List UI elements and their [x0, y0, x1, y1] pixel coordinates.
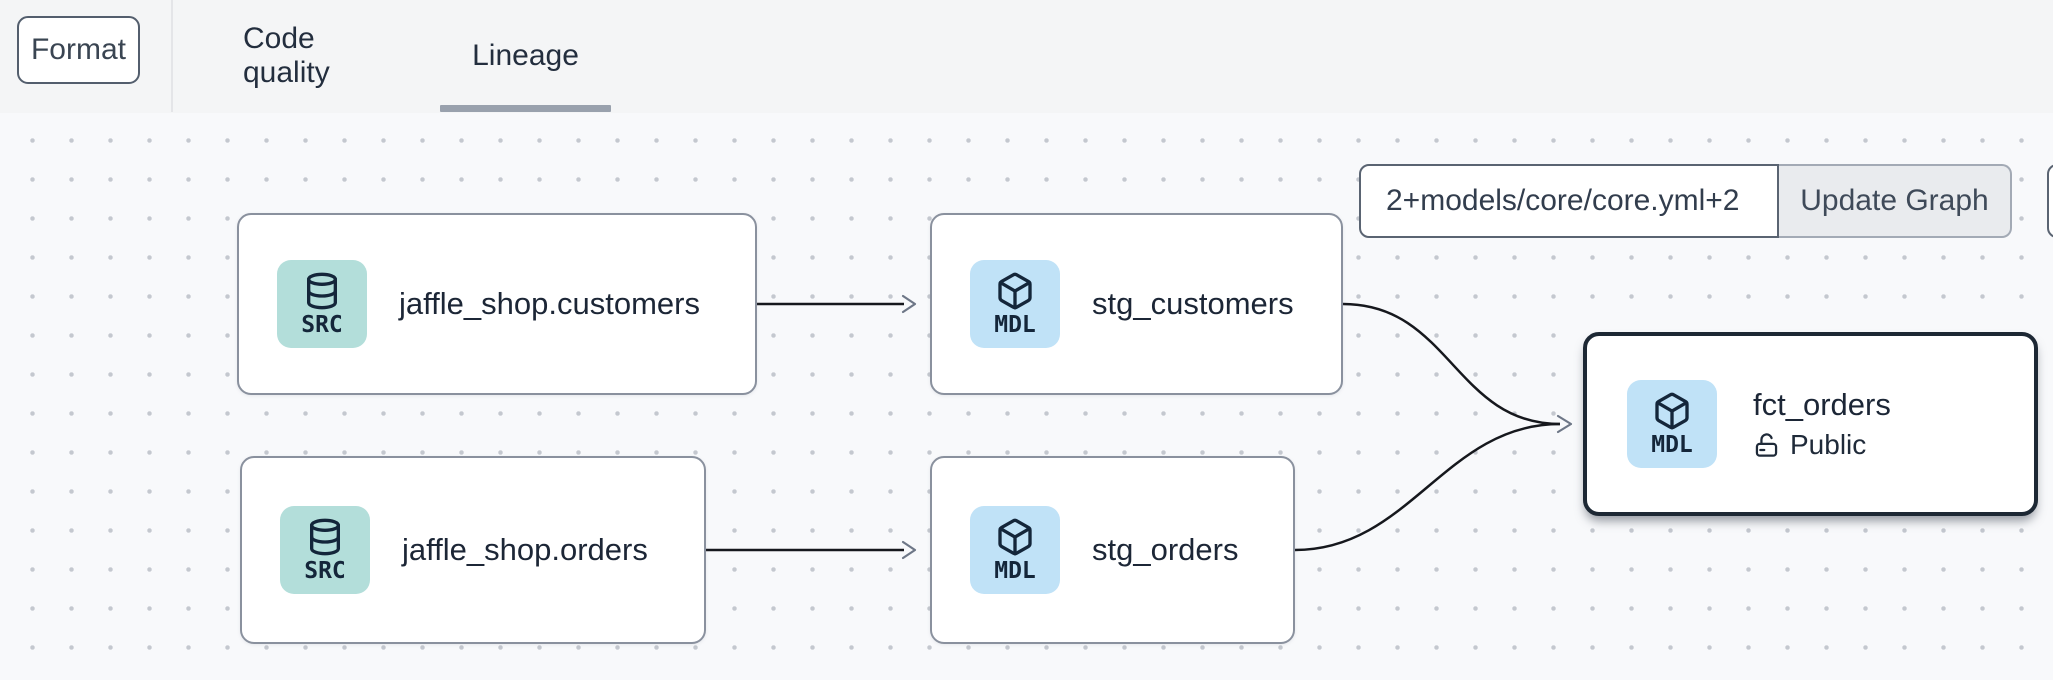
topbar: Format Code quality Lineage [0, 0, 2053, 114]
node-label: fct_orders [1753, 387, 1891, 422]
node-label: stg_orders [1092, 532, 1239, 567]
node-source-jaffle-shop-customers[interactable]: SRC jaffle_shop.customers [237, 213, 757, 395]
selector-toolbar: Update Graph [1359, 164, 2012, 238]
source-badge: SRC [280, 506, 370, 594]
badge-label: SRC [301, 312, 343, 338]
tab-code-quality-label: Code quality [243, 22, 330, 89]
node-label: jaffle_shop.orders [402, 532, 648, 567]
node-label: jaffle_shop.customers [399, 286, 700, 321]
model-badge: MDL [970, 506, 1060, 594]
unlock-icon [1755, 432, 1778, 457]
update-graph-button[interactable]: Update Graph [1779, 164, 2012, 238]
edge-stg-orders-to-fct [1294, 422, 1561, 552]
database-icon [310, 518, 340, 556]
node-model-fct-orders[interactable]: MDL fct_orders Public [1583, 332, 2038, 516]
edge-stg-customers-to-fct [1342, 302, 1561, 426]
model-badge: MDL [970, 260, 1060, 348]
format-button[interactable]: Format [17, 16, 140, 84]
access-label: Public [1790, 429, 1867, 460]
tab-code-quality[interactable]: Code quality [243, 0, 407, 112]
badge-label: SRC [304, 558, 346, 584]
topbar-divider [171, 0, 173, 112]
database-icon [307, 272, 337, 310]
selector-input[interactable] [1359, 164, 1779, 238]
node-model-stg-customers[interactable]: MDL stg_customers [930, 213, 1343, 395]
box-icon [1655, 392, 1689, 430]
arrowhead-stg-orders [901, 540, 917, 560]
node-source-jaffle-shop-orders[interactable]: SRC jaffle_shop.orders [240, 456, 706, 644]
tab-lineage[interactable]: Lineage [440, 0, 611, 112]
lineage-canvas[interactable]: SRC jaffle_shop.customers MDL stg_custom… [0, 113, 2053, 680]
badge-label: MDL [1651, 432, 1693, 458]
model-badge: MDL [1627, 380, 1717, 468]
arrowhead-fct-orders [1556, 414, 1573, 434]
badge-label: MDL [994, 312, 1036, 338]
box-icon [998, 272, 1032, 310]
edge-clipped-button[interactable] [2047, 164, 2053, 238]
source-badge: SRC [277, 260, 367, 348]
node-model-stg-orders[interactable]: MDL stg_orders [930, 456, 1295, 644]
arrowhead-stg-customers [901, 294, 917, 314]
tab-lineage-label: Lineage [472, 39, 579, 72]
badge-label: MDL [994, 558, 1036, 584]
active-tab-underline [440, 105, 611, 112]
node-label: stg_customers [1092, 286, 1294, 321]
box-icon [998, 518, 1032, 556]
